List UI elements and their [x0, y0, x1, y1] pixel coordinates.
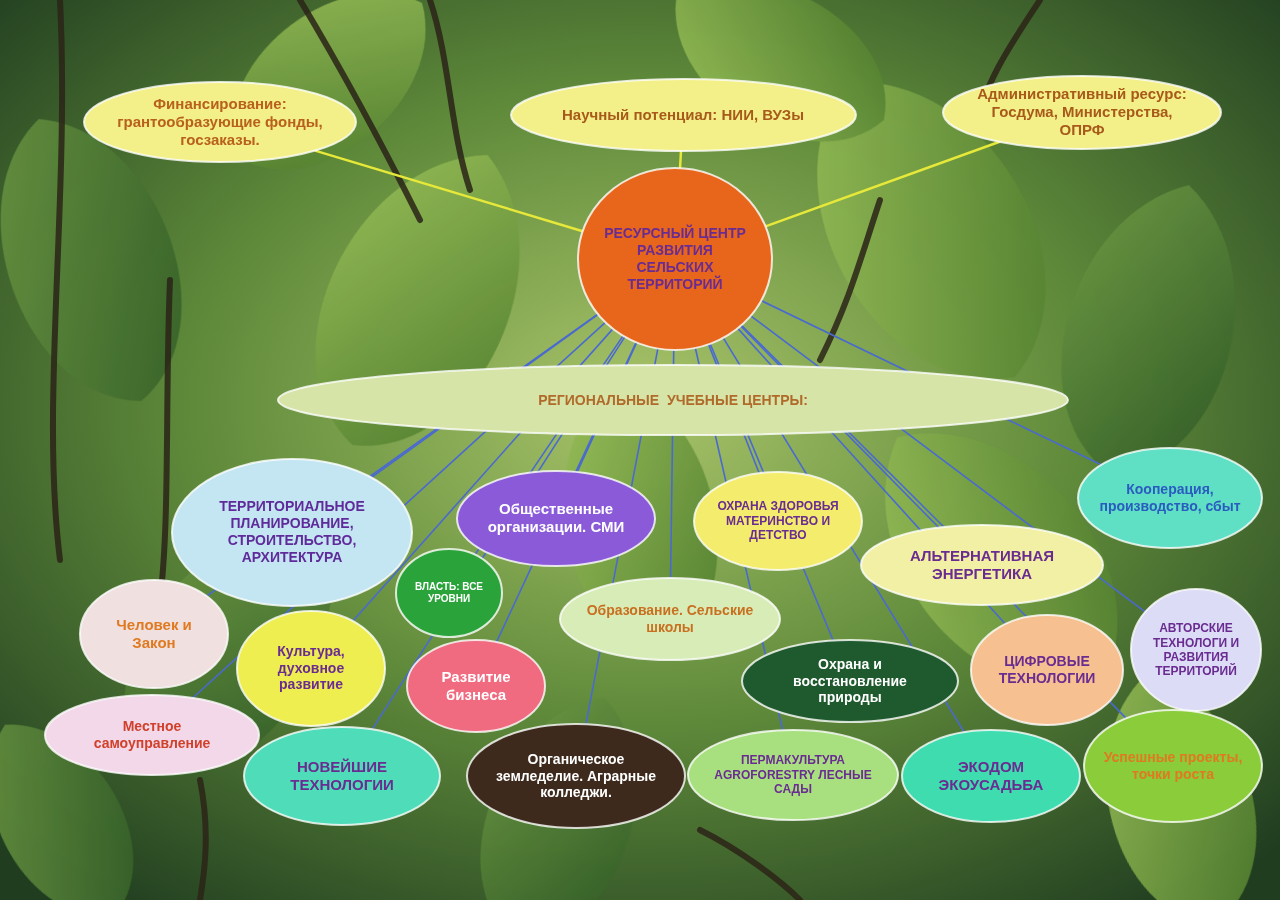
- ellipse-node: РЕСУРСНЫЙ ЦЕНТР РАЗВИТИЯ СЕЛЬСКИХ ТЕРРИТ…: [578, 168, 772, 350]
- ellipse-node: ЭКОДОМ ЭКОУСАДЬБА: [902, 730, 1080, 822]
- node-text: Местное самоуправление: [69, 718, 236, 752]
- ellipse-node: РЕГИОНАЛЬНЫЕ УЧЕБНЫЕ ЦЕНТРЫ:: [278, 365, 1068, 435]
- ellipse-node: Местное самоуправление: [45, 695, 259, 775]
- ellipse-node: Образование. Сельские школы: [560, 578, 780, 660]
- ellipse-node: Культура, духовное развитие: [237, 611, 385, 726]
- node-text: Охрана и восстановление природы: [766, 656, 934, 706]
- ellipse-node: Общественные организации. СМИ: [457, 471, 655, 566]
- connector-line: [680, 151, 682, 168]
- ellipse-node: ТЕРРИТОРИАЛЬНОЕ ПЛАНИРОВАНИЕ, СТРОИТЕЛЬС…: [172, 459, 412, 606]
- ellipse-node: Органическое земледелие. Аграрные коллед…: [467, 724, 685, 828]
- node-text: АВТОРСКИЕ ТЕХНОЛОГИ И РАЗВИТИЯ ТЕРРИТОРИ…: [1146, 621, 1247, 679]
- ellipse-node: ПЕРМАКУЛЬТУРА AGROFORESTRY ЛЕСНЫЕ САДЫ: [688, 730, 898, 820]
- node-text: Развитие бизнеса: [422, 668, 530, 704]
- node-text: РЕГИОНАЛЬНЫЕ УЧЕБНЫЕ ЦЕНТРЫ:: [337, 392, 1009, 409]
- node-text: ЦИФРОВЫЕ ТЕХНОЛОГИИ: [988, 653, 1107, 687]
- node-text: Кооперация, производство, сбыт: [1098, 481, 1242, 515]
- node-text: Финансирование: грантообразующие фонды, …: [114, 95, 326, 149]
- node-text: НОВЕЙШИЕ ТЕХНОЛОГИИ: [266, 758, 419, 794]
- node-text: АЛЬТЕРНАТИВНАЯ ЭНЕРГЕТИКА: [888, 547, 1077, 583]
- ellipse-node: Административный ресурс: Госдума, Минист…: [943, 76, 1221, 149]
- node-text: Административный ресурс: Госдума, Минист…: [974, 85, 1191, 139]
- node-text: Общественные организации. СМИ: [479, 500, 633, 536]
- ellipse-node: АЛЬТЕРНАТИВНАЯ ЭНЕРГЕТИКА: [861, 525, 1103, 605]
- ellipse-node: ЦИФРОВЫЕ ТЕХНОЛОГИИ: [971, 615, 1123, 725]
- node-text: РЕСУРСНЫЙ ЦЕНТР РАЗВИТИЯ СЕЛЬСКИХ ТЕРРИТ…: [600, 225, 751, 292]
- ellipse-node: Кооперация, производство, сбыт: [1078, 448, 1262, 548]
- ellipse-node: Научный потенциал: НИИ, ВУЗы: [511, 79, 856, 151]
- node-text: Образование. Сельские школы: [584, 602, 756, 636]
- ellipse-node: АВТОРСКИЕ ТЕХНОЛОГИ И РАЗВИТИЯ ТЕРРИТОРИ…: [1131, 589, 1261, 711]
- connector-line: [315, 151, 583, 232]
- node-text: Органическое земледелие. Аграрные коллед…: [491, 751, 661, 801]
- node-text: Успешные проекты, точки роста: [1104, 749, 1243, 783]
- ellipse-node: Финансирование: грантообразующие фонды, …: [84, 82, 356, 162]
- node-text: Человек и Закон: [97, 616, 212, 652]
- ellipse-node: Охрана и восстановление природы: [742, 640, 958, 722]
- ellipse-node: Человек и Закон: [80, 580, 228, 688]
- ellipse-node: Успешные проекты, точки роста: [1084, 710, 1262, 822]
- node-text: ПЕРМАКУЛЬТУРА AGROFORESTRY ЛЕСНЫЕ САДЫ: [711, 753, 875, 796]
- node-text: ЭКОДОМ ЭКОУСАДЬБА: [922, 758, 1061, 794]
- node-text: Научный потенциал: НИИ, ВУЗы: [549, 106, 818, 124]
- ellipse-node: ВЛАСТЬ: ВСЕ УРОВНИ: [396, 549, 502, 637]
- node-text: ТЕРРИТОРИАЛЬНОЕ ПЛАНИРОВАНИЕ, СТРОИТЕЛЬС…: [199, 498, 386, 565]
- ellipse-node: Развитие бизнеса: [407, 640, 545, 732]
- ellipse-node: ОХРАНА ЗДОРОВЬЯ МАТЕРИНСТВО И ДЕТСТВО: [694, 472, 862, 570]
- ellipse-node: НОВЕЙШИЕ ТЕХНОЛОГИИ: [244, 727, 440, 825]
- node-text: ОХРАНА ЗДОРОВЬЯ МАТЕРИНСТВО И ДЕТСТВО: [713, 499, 844, 542]
- connector-line: [766, 142, 1001, 227]
- node-text: Культура, духовное развитие: [254, 643, 369, 693]
- node-text: ВЛАСТЬ: ВСЕ УРОВНИ: [408, 581, 491, 605]
